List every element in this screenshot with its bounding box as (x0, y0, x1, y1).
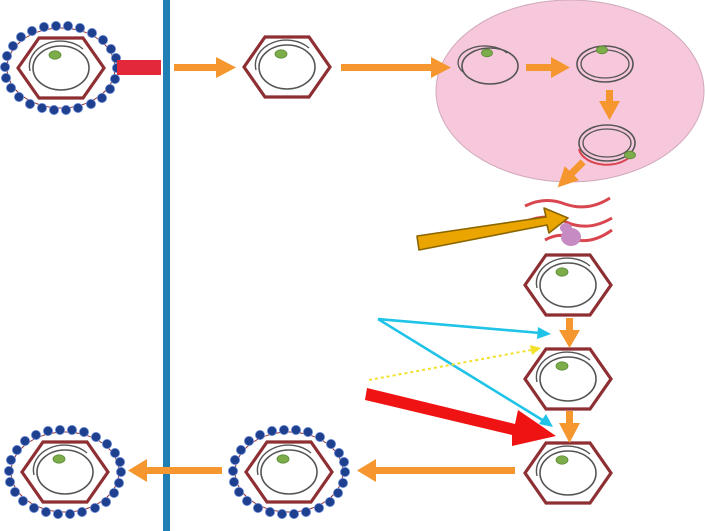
enveloped-virion-icon (226, 423, 352, 521)
flow-arrow-to-budding (357, 459, 515, 482)
cyan-arrowhead (539, 414, 553, 427)
nucleus (435, 0, 705, 183)
cyan-arrows (377, 317, 545, 423)
cyan-arrowhead (537, 327, 551, 339)
cell-membrane (163, 0, 170, 531)
flow-arrow-nuclear-step-1 (526, 57, 570, 78)
dotted-arrowhead (530, 345, 541, 355)
enveloped-virion-icon (2, 423, 128, 521)
cyan-arrow-to-capsid-2 (377, 317, 541, 335)
flow-arrow-nuclear-step-2 (599, 90, 620, 120)
circular-dna-icon (578, 124, 636, 166)
gold-block-arrow (416, 207, 569, 251)
capsid-icon (523, 347, 613, 411)
cyan-arrow-to-capsid-3 (377, 317, 545, 423)
receptor-binding-bar (117, 60, 161, 75)
capsid-icon (242, 35, 332, 99)
flow-arrow-assembly-1 (559, 318, 580, 348)
dotted-arrow (368, 349, 532, 381)
flow-arrow-assembly-2 (559, 411, 580, 443)
flow-arrow-entry-to-capsid (174, 57, 236, 78)
flow-arrows (128, 57, 620, 482)
ribosome-icon (560, 223, 581, 246)
capsid-icon (523, 441, 613, 505)
flow-arrow-release (128, 459, 222, 482)
capsid-icon (523, 253, 613, 317)
enveloped-virion-icon (0, 19, 124, 117)
flow-arrow-capsid-to-nucleus (341, 57, 451, 78)
red-block-arrow (365, 388, 556, 446)
